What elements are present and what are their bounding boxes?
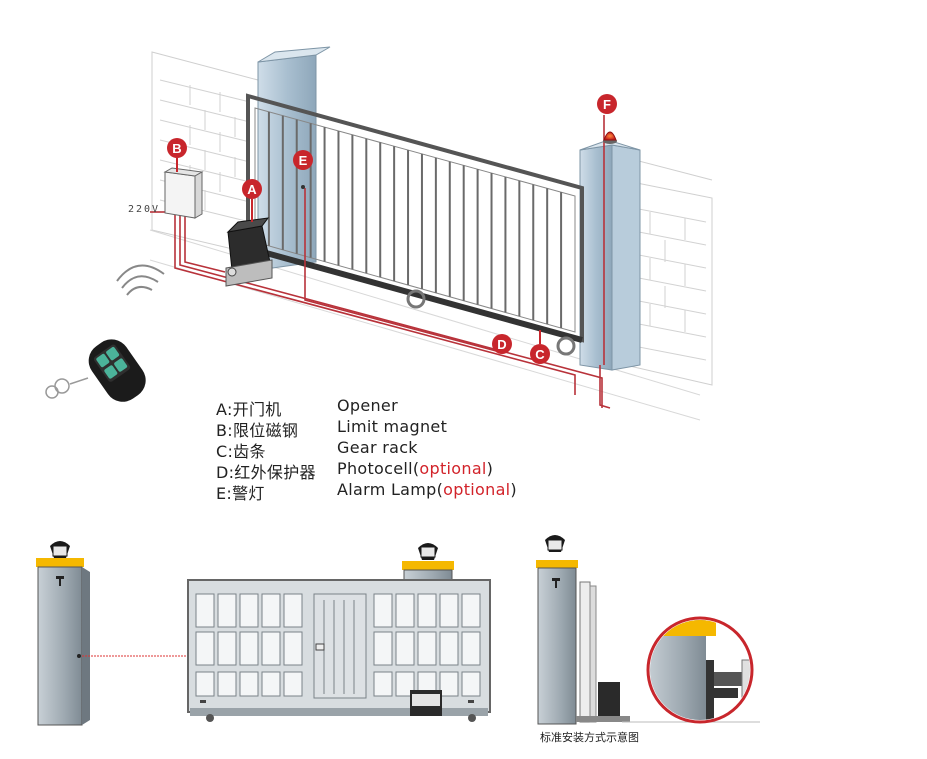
gate-panel [283, 671, 303, 697]
gate-panel [261, 631, 281, 666]
legend-code-c: C:齿条 [216, 442, 266, 461]
gate-panel [373, 671, 393, 697]
gate-panel [417, 593, 437, 628]
right-gate-pillar [579, 139, 641, 371]
side-view-pillar [536, 535, 760, 725]
legend-label-a: Opener [337, 396, 398, 415]
legend-label-d: Photocell(optional) [337, 459, 493, 478]
legend-label-e-close: ) [510, 480, 517, 499]
remote-control [45, 264, 165, 402]
gate-panel [439, 593, 459, 628]
control-wires [150, 115, 611, 409]
legend-label-b: Limit magnet [337, 417, 448, 436]
gate-panel [261, 671, 281, 697]
legend-optional-e: optional [443, 480, 511, 499]
gate-panel [217, 631, 237, 666]
marker-e: E [293, 150, 313, 189]
gate-panel [217, 593, 237, 628]
svg-text:B: B [172, 141, 181, 156]
front-view-left-pillar [36, 541, 90, 726]
marker-a: A [242, 179, 262, 222]
gate-panel [217, 671, 237, 697]
gate-opener-motor [225, 217, 273, 287]
alarm-lamp [603, 131, 617, 144]
detail-magnifier [646, 616, 754, 724]
legend-code-a: A:开门机 [216, 400, 282, 419]
marker-d: D [492, 334, 512, 354]
legend-label-d-text: Photocell( [337, 459, 420, 478]
voltage-label: 220V [128, 204, 160, 215]
gate-panel [239, 631, 259, 666]
svg-text:A: A [247, 182, 257, 197]
marker-b: B [167, 138, 187, 172]
legend-label-d-close: ) [486, 459, 494, 478]
gate-panel [195, 671, 215, 697]
gate-panel [461, 671, 481, 697]
legend-label-e-text: Alarm Lamp( [337, 480, 444, 499]
gate-panel [373, 631, 393, 666]
gate-panel [439, 631, 459, 666]
legend-code-d: D:红外保护器 [216, 463, 316, 482]
gate-panel [395, 631, 415, 666]
gate-panel [195, 631, 215, 666]
gate-panel [373, 593, 393, 628]
signal-waves-icon [116, 264, 165, 296]
gate-panel [239, 593, 259, 628]
gate-panel [195, 593, 215, 628]
gate-panel [395, 593, 415, 628]
gate-panel [261, 593, 281, 628]
legend-code-b: B:限位磁钢 [216, 421, 299, 440]
svg-text:F: F [603, 97, 611, 112]
svg-text:C: C [535, 347, 545, 362]
svg-text:E: E [299, 153, 308, 168]
legend-label-e: Alarm Lamp(optional) [337, 480, 517, 499]
legend-code-e: E:警灯 [216, 484, 265, 503]
gate-panel [283, 631, 303, 666]
gate-panel [417, 631, 437, 666]
gate-panel [283, 593, 303, 628]
gate-panel [239, 671, 259, 697]
marker-c: C [530, 330, 550, 364]
gate-panel [461, 631, 481, 666]
legend-label-c: Gear rack [337, 438, 418, 457]
front-view-gate [187, 579, 491, 722]
legend-optional-d: optional [419, 459, 487, 478]
gate-panel [395, 671, 415, 697]
svg-text:D: D [497, 337, 506, 352]
gate-panel [461, 593, 481, 628]
marker-f: F [597, 94, 617, 114]
gate-panel [439, 671, 459, 697]
control-box [163, 167, 204, 219]
installation-caption: 标准安装方式示意图 [540, 731, 639, 744]
